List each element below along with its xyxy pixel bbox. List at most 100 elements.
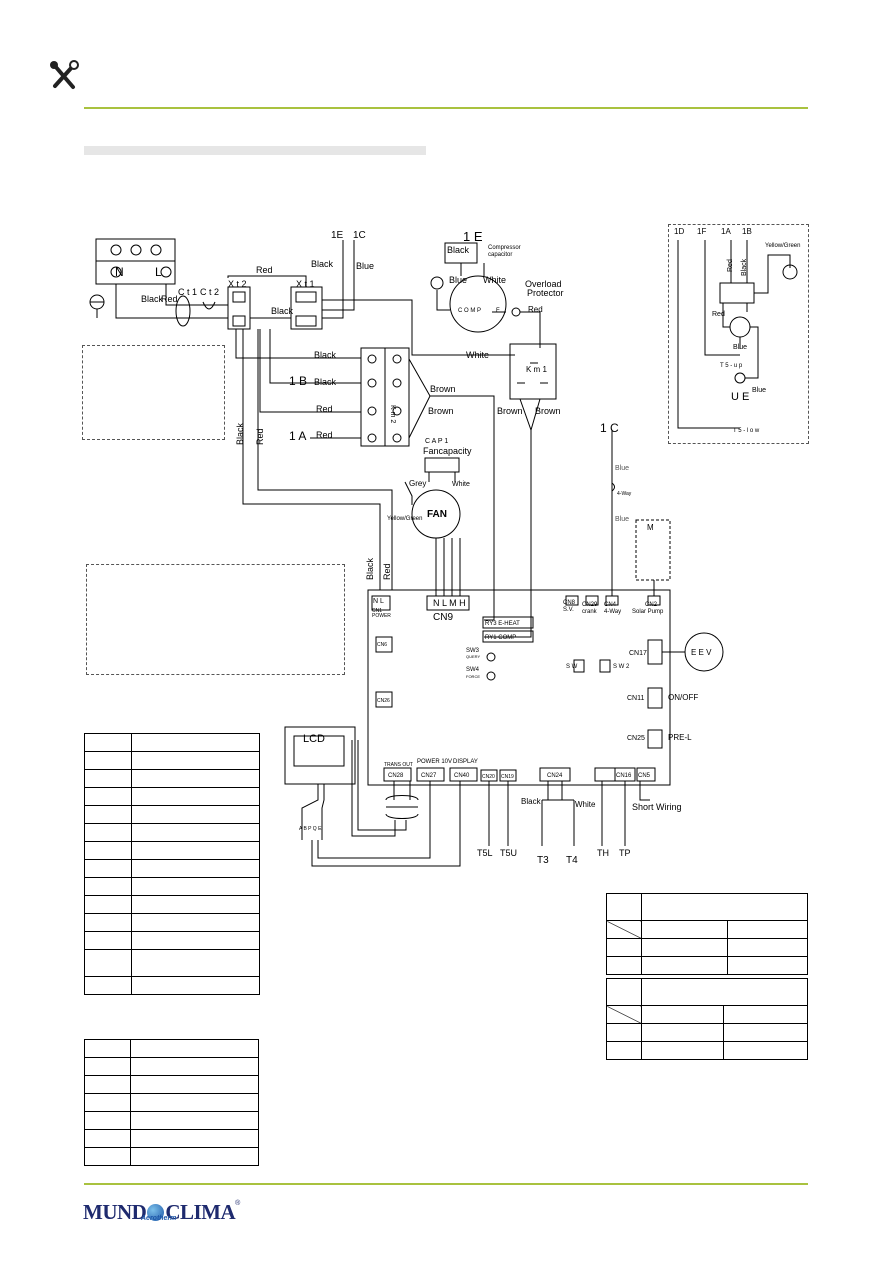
header-rule	[84, 107, 808, 109]
svg-text:N L M H: N L M H	[433, 598, 466, 608]
svg-text:CN6: CN6	[377, 642, 387, 648]
svg-text:CN25: CN25	[627, 735, 645, 742]
svg-text:Red: Red	[161, 294, 178, 304]
svg-text:Blue: Blue	[449, 275, 467, 285]
section-heading-bar	[84, 146, 426, 155]
svg-text:CN19: CN19	[501, 774, 514, 780]
svg-text:Black: Black	[235, 422, 245, 445]
svg-text:C A P 1: C A P 1	[425, 438, 448, 445]
svg-text:1D: 1D	[674, 227, 684, 236]
svg-text:Red: Red	[382, 563, 392, 580]
svg-text:T 5 - l o w: T 5 - l o w	[733, 428, 760, 434]
svg-text:Red: Red	[316, 404, 333, 414]
svg-text:crank: crank	[582, 609, 598, 615]
svg-text:CN8: CN8	[563, 600, 576, 606]
svg-text:1E: 1E	[331, 230, 344, 241]
svg-text:Black: Black	[521, 797, 542, 806]
svg-text:CN9: CN9	[433, 612, 453, 623]
svg-text:CN4: CN4	[604, 602, 617, 608]
svg-text:ON/OFF: ON/OFF	[668, 693, 698, 702]
svg-text:X t 2: X t 2	[228, 279, 247, 289]
svg-text:T3: T3	[537, 855, 549, 866]
svg-text:Fancapacity: Fancapacity	[423, 446, 472, 456]
svg-text:1 C: 1 C	[600, 421, 619, 435]
svg-text:CN11: CN11	[627, 695, 644, 702]
svg-text:Brown: Brown	[535, 406, 561, 416]
svg-text:Blue: Blue	[733, 344, 747, 351]
svg-text:T5L: T5L	[477, 848, 493, 858]
tools-icon	[49, 60, 79, 92]
svg-text:1 E: 1 E	[463, 229, 483, 244]
svg-text:4-Way: 4-Way	[617, 491, 632, 497]
svg-text:CN16: CN16	[616, 773, 632, 779]
svg-text:C t 1: C t 1	[178, 287, 197, 297]
svg-text:CN40: CN40	[454, 773, 470, 779]
svg-text:Blue: Blue	[615, 465, 629, 472]
svg-text:LCD: LCD	[303, 733, 325, 745]
svg-text:4-Way: 4-Way	[604, 609, 621, 615]
svg-text:Black: Black	[314, 377, 337, 387]
footer-rule	[84, 1183, 808, 1185]
svg-text:K m 1: K m 1	[526, 365, 547, 374]
svg-text:Red: Red	[712, 311, 725, 318]
svg-text:Blue: Blue	[356, 261, 374, 271]
svg-text:PRE-L: PRE-L	[668, 733, 692, 742]
svg-text:1 A: 1 A	[289, 429, 306, 443]
svg-text:C t 2: C t 2	[200, 287, 219, 297]
svg-text:DISPLAY: DISPLAY	[453, 759, 478, 765]
svg-text:S.V.: S.V.	[563, 607, 574, 613]
svg-text:TRANS OUT: TRANS OUT	[384, 762, 413, 768]
svg-text:Yellow/Green: Yellow/Green	[387, 516, 422, 522]
svg-text:Black: Black	[141, 294, 164, 304]
note-box-wide	[86, 564, 345, 675]
svg-text:Brown: Brown	[428, 406, 454, 416]
svg-text:RY3 E-HEAT: RY3 E-HEAT	[485, 621, 520, 627]
svg-text:CN1: CN1	[372, 608, 382, 614]
svg-text:CN27: CN27	[421, 773, 437, 779]
svg-text:TH: TH	[597, 848, 609, 858]
svg-text:Black: Black	[741, 258, 748, 276]
svg-text:A B P Q E: A B P Q E	[299, 826, 322, 832]
legend-table-wires	[84, 1039, 259, 1166]
svg-text:U E: U E	[731, 391, 749, 403]
svg-text:Black: Black	[447, 245, 470, 255]
svg-text:CN26: CN26	[377, 698, 390, 704]
svg-text:Blue: Blue	[615, 516, 629, 523]
svg-text:Protector: Protector	[527, 288, 564, 298]
svg-text:Yellow/Green: Yellow/Green	[765, 243, 800, 249]
svg-text:POWER 10V: POWER 10V	[417, 759, 452, 765]
svg-text:capacitor: capacitor	[488, 252, 512, 258]
svg-text:C O M P: C O M P	[458, 308, 481, 314]
svg-text:Compressor: Compressor	[488, 245, 521, 251]
svg-text:Red: Red	[256, 265, 273, 275]
svg-text:K m 2: K m 2	[389, 405, 396, 423]
svg-text:QUERY: QUERY	[466, 654, 480, 659]
svg-text:T4: T4	[566, 855, 578, 866]
svg-text:L: L	[155, 265, 162, 279]
svg-text:Short Wiring: Short Wiring	[632, 802, 682, 812]
svg-text:X t 1: X t 1	[296, 279, 315, 289]
svg-text:Red: Red	[528, 305, 543, 314]
svg-text:1 B: 1 B	[289, 374, 307, 388]
svg-text:T 5 - u p: T 5 - u p	[720, 363, 743, 369]
svg-text:1A: 1A	[721, 227, 731, 236]
svg-text:S W: S W	[566, 664, 578, 670]
svg-text:Red: Red	[316, 430, 333, 440]
svg-text:S W 2: S W 2	[613, 664, 630, 670]
svg-text:F: F	[496, 308, 500, 314]
svg-text:Red: Red	[255, 428, 265, 445]
svg-text:White: White	[483, 275, 506, 285]
svg-text:White: White	[466, 350, 489, 360]
svg-text:FAN: FAN	[427, 509, 447, 520]
svg-text:1F: 1F	[697, 227, 706, 236]
svg-text:Black: Black	[311, 259, 334, 269]
svg-text:N L: N L	[373, 598, 384, 605]
svg-text:SW4: SW4	[466, 667, 480, 673]
svg-text:Solar Pump: Solar Pump	[632, 609, 664, 615]
svg-text:Grey: Grey	[409, 479, 426, 488]
svg-text:CN29: CN29	[582, 602, 598, 608]
svg-text:M: M	[647, 523, 654, 532]
svg-text:Brown: Brown	[497, 406, 523, 416]
svg-text:1C: 1C	[353, 230, 366, 241]
